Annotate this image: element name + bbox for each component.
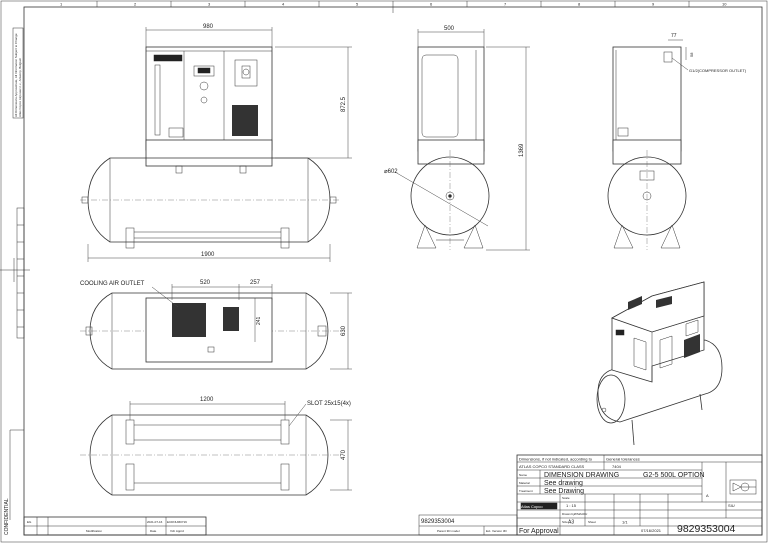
rear-dim-a: 77 — [671, 33, 677, 39]
side-compressor-body — [417, 46, 485, 152]
strip-number: 9829353004 — [421, 519, 455, 525]
side-diameter-dim: ⌀602 — [384, 169, 398, 175]
tb-treatment-label: Treatment — [519, 489, 533, 493]
side-note: All Dimensions Approximate, All Informat… — [14, 33, 22, 117]
tb-date-value: 07/16/2021 — [641, 528, 662, 533]
grid-col-7: 7 — [504, 2, 507, 7]
rev-approver-value: ECDNUM0719 — [167, 520, 187, 524]
brand-logo — [520, 502, 558, 510]
rear-view — [607, 39, 689, 250]
tb-code-value: SIU — [728, 503, 735, 508]
tb-treatment-value: See Drawing — [544, 488, 584, 495]
tb-tol-value: 7404 — [612, 464, 622, 469]
rear-dim-b: 58 — [689, 52, 694, 57]
revision-block — [23, 516, 207, 536]
side-note-line2: Atlas Copco Airpower n.v., Antwerp, Belg… — [18, 57, 22, 117]
grid-col-1: 1 — [60, 2, 63, 7]
grid-col-2: 2 — [134, 2, 137, 7]
tb-material-value: See drawing — [544, 480, 583, 487]
tb-scale-value: 1 : 15 — [566, 503, 577, 508]
cooling-grille — [232, 105, 258, 136]
rev-date-value: 2021-07-16 — [147, 520, 163, 524]
tb-standard-note: Dimensions, if not indicated, according … — [519, 457, 593, 462]
tb-scale-label: Scale — [562, 496, 570, 500]
left-margin-strip — [9, 207, 25, 520]
bottom-height-dim: 470 — [341, 449, 347, 460]
grid-col-10: 10 — [722, 2, 727, 7]
top-dim-a: 520 — [200, 280, 211, 286]
rev-date-label: Date — [150, 529, 157, 533]
grid-labels: 1 2 3 4 5 6 7 8 9 10 — [60, 2, 727, 7]
cooling-air-outlet-label: COOLING AIR OUTLET — [80, 281, 145, 287]
tb-brand: Atlas Copco — [521, 504, 543, 509]
top-dim-d: 630 — [341, 325, 347, 336]
top-compressor-outline — [145, 297, 273, 363]
controller-display — [193, 65, 215, 77]
tb-drawn-value: WSZHOU — [574, 512, 587, 516]
slot-label: SLOT 25x15(4x) — [307, 401, 351, 407]
grid-col-3: 3 — [208, 2, 211, 7]
strip-parent: Parent 3D model — [437, 529, 460, 533]
bottom-strip — [418, 514, 518, 536]
tb-drawn-label: Drawn by — [562, 512, 575, 516]
tb-rev: A — [706, 493, 709, 498]
strip-ext: Ext. Version 3D — [486, 529, 508, 533]
rev-approved-label: Vcb Apprd — [170, 529, 184, 533]
tb-title: DIMENSION DRAWING — [544, 472, 619, 479]
tb-product: G2-5 500L OPTION — [643, 472, 705, 479]
confidential-mark: CONFIDENTIAL — [4, 498, 10, 535]
bottom-length-dim: 1200 — [200, 397, 214, 403]
cooling-air-outlet-grille — [172, 303, 206, 337]
grid-col-4: 4 — [282, 2, 285, 7]
top-dim-c: 241 — [256, 316, 262, 325]
tb-sheet-value: 1/1 — [622, 520, 628, 525]
front-width-dim: 980 — [203, 24, 214, 30]
tb-sheet-label: Sheet — [588, 520, 596, 524]
tb-number: 9829353004 — [677, 523, 736, 535]
top-view — [80, 284, 352, 370]
front-height-dim: 872.5 — [341, 96, 347, 112]
side-view — [394, 29, 530, 251]
grid-ticks — [0, 1, 690, 282]
top-dim-b: 257 — [250, 280, 261, 286]
tb-material-label: Material — [519, 481, 530, 485]
bottom-view — [80, 401, 352, 496]
tb-size-label: Size — [562, 520, 568, 524]
rev-code: EG — [27, 520, 32, 524]
grid-col-8: 8 — [578, 2, 581, 7]
brand-plate — [153, 54, 183, 62]
rear-compressor-body — [612, 46, 682, 152]
title-block — [516, 454, 763, 536]
grid-col-6: 6 — [430, 2, 433, 7]
tb-approval: For Approval — [519, 528, 559, 535]
tb-general-tol: General tolerances — [606, 457, 640, 462]
grid-col-9: 9 — [652, 2, 655, 7]
isometric-view — [596, 281, 723, 446]
side-note-line1: All Dimensions Approximate, All Informat… — [14, 33, 18, 117]
iso-tank — [597, 339, 723, 423]
side-width-dim: 500 — [444, 26, 455, 32]
front-view — [80, 27, 352, 262]
rear-outlet-label: G1/2(COMPRESSOR OUTLET) — [689, 68, 747, 73]
grid-col-5: 5 — [356, 2, 359, 7]
confidential-text: CONFIDENTIAL — [4, 498, 10, 535]
side-height-dim: 1369 — [519, 143, 525, 157]
front-length-dim: 1900 — [201, 252, 215, 258]
tb-name-label: Name — [519, 473, 527, 477]
tb-std-class: ATLAS COPCO STANDARD CLASS — [519, 464, 585, 469]
rev-desc: Modification — [86, 529, 102, 533]
tb-size-value: A3 — [568, 520, 574, 526]
side-note-box — [12, 27, 24, 119]
